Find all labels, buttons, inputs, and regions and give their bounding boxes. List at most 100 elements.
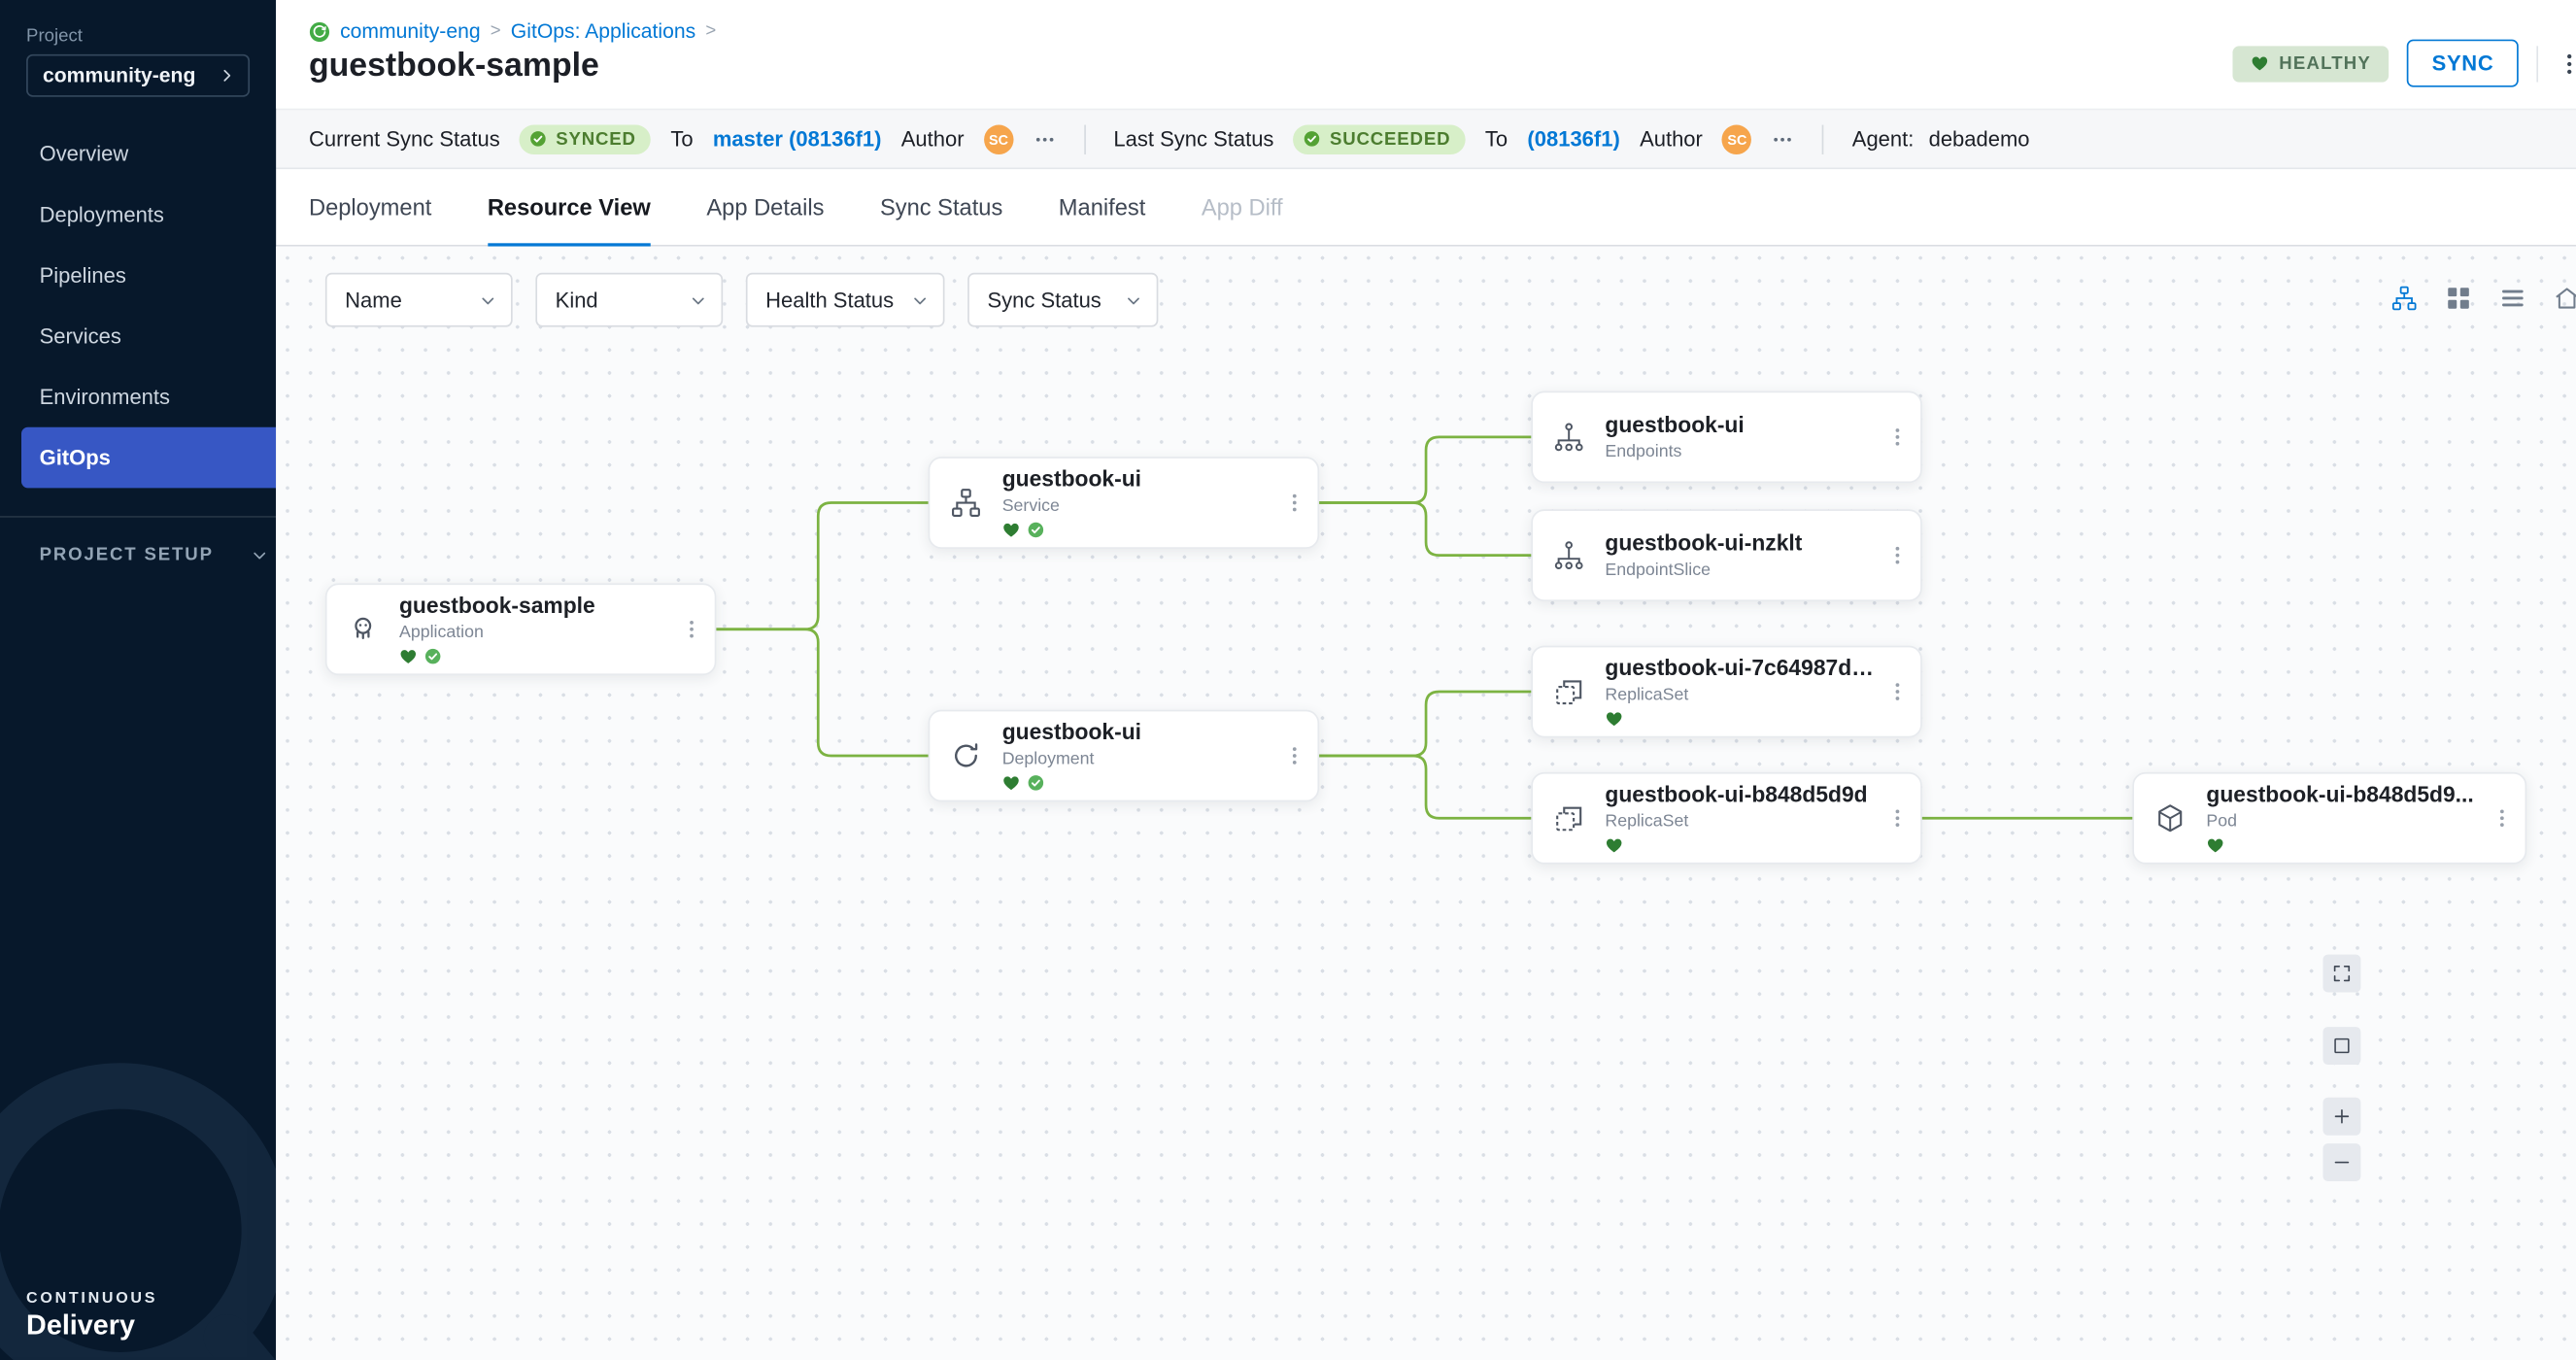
sidebar-item-services[interactable]: Services [39,323,121,349]
node-kind: Endpoints [1605,441,1682,461]
project-setup-toggle[interactable]: PROJECT SETUP [40,546,270,565]
grid-view-icon[interactable] [2445,285,2473,313]
synced-check-icon [1027,520,1045,538]
kebab-icon [1886,425,1910,449]
sidebar: Project community-eng Overview Deploymen… [0,0,277,1360]
author-avatar[interactable]: SC [983,123,1014,154]
node-menu-button[interactable] [1271,711,1317,799]
tab-resource-view[interactable]: Resource View [487,169,652,247]
node-title: guestbook-sample [398,594,595,619]
node-replicaset-current[interactable]: guestbook-ui-b848d5d9d ReplicaSet [1531,771,1922,865]
node-status [1605,709,1874,728]
header-actions: HEALTHY SYNC [2232,39,2576,87]
healthy-heart-icon [1002,773,1021,792]
sidebar-item-environments[interactable]: Environments [39,384,171,410]
sidebar-item-overview[interactable]: Overview [39,141,129,166]
node-title: guestbook-ui-b848d5d9... [2206,782,2474,808]
node-endpointslice[interactable]: guestbook-ui-nzklt EndpointSlice [1531,509,1922,602]
node-menu-button[interactable] [2479,774,2525,863]
healthy-heart-icon [1002,520,1021,538]
node-menu-button[interactable] [1875,647,1920,735]
zoom-out-button[interactable] [2322,1143,2361,1182]
project-selector[interactable]: community-eng [26,53,251,97]
tab-manifest[interactable]: Manifest [1058,193,1146,221]
tab-deployment[interactable]: Deployment [308,193,432,221]
node-menu-button[interactable] [1875,392,1920,481]
more-info-button[interactable] [1772,127,1795,151]
node-pod[interactable]: guestbook-ui-b848d5d9... Pod [2132,771,2527,865]
harness-watermark-logo [0,1063,277,1360]
node-kind: Application [398,622,484,642]
node-status [1002,773,1271,792]
healthy-heart-icon [2206,835,2224,854]
sync-status-bar: Current Sync Status SYNCED To master (08… [276,108,2576,170]
breadcrumb-project-link[interactable]: community-eng [340,19,481,43]
node-status [2206,835,2479,854]
current-sync-target-link[interactable]: master (08136f1) [712,126,882,152]
breadcrumb-section-link[interactable]: GitOps: Applications [510,19,696,43]
author-avatar[interactable]: SC [1722,123,1752,154]
sidebar-item-pipelines[interactable]: Pipelines [39,262,126,288]
current-sync-status-label: Current Sync Status [308,126,500,152]
last-sync-target-link[interactable]: (08136f1) [1527,126,1620,152]
node-deployment[interactable]: guestbook-ui Deployment [928,709,1320,802]
sidebar-item-gitops[interactable]: GitOps [20,426,277,489]
synced-check-icon [1027,773,1045,792]
application-icon [327,613,399,646]
node-title: guestbook-ui [1001,467,1142,493]
kebab-icon [1886,680,1910,703]
node-kind: EndpointSlice [1605,560,1712,580]
project-label: Project [26,26,83,47]
node-menu-button[interactable] [668,585,714,673]
tab-app-details[interactable]: App Details [706,193,825,221]
zoom-in-button[interactable] [2322,1097,2361,1136]
tab-bar: Deployment Resource View App Details Syn… [276,169,2576,247]
node-kind: ReplicaSet [1605,810,1689,832]
node-menu-button[interactable] [1875,774,1920,863]
healthy-heart-icon [399,647,418,665]
node-service[interactable]: guestbook-ui Service [928,457,1320,549]
header-menu-button[interactable] [2557,51,2576,77]
succeeded-badge: SUCCEEDED [1293,123,1466,154]
healthy-heart-icon [1605,709,1623,728]
sync-button[interactable]: SYNC [2407,39,2519,87]
resource-graph-canvas[interactable]: Name Kind Health Status Sync Status [276,246,2576,1360]
group-view-icon[interactable] [2553,285,2576,313]
breadcrumb-separator: > [705,20,717,42]
kind-filter-dropdown[interactable]: Kind [535,272,724,327]
name-filter-dropdown[interactable]: Name [324,272,513,327]
endpoints-icon [1533,421,1605,454]
health-status-filter-dropdown[interactable]: Health Status [745,272,945,327]
node-kind: ReplicaSet [1605,684,1689,704]
kebab-icon [1886,806,1910,830]
fullscreen-button[interactable] [2322,954,2361,993]
node-replicaset-old[interactable]: guestbook-ui-7c64987dc9 ReplicaSet [1531,645,1922,738]
list-view-icon[interactable] [2498,285,2526,313]
node-status [399,647,668,665]
node-status [1605,835,1874,854]
node-endpoints[interactable]: guestbook-ui Endpoints [1531,391,1922,484]
tab-sync-status[interactable]: Sync Status [879,193,1003,221]
chevron-right-icon [217,66,236,85]
node-application[interactable]: guestbook-sample Application [324,583,717,676]
sidebar-item-deployments[interactable]: Deployments [39,202,164,227]
service-icon [930,487,1001,520]
sidebar-nav: Overview Deployments Pipelines Services … [0,123,277,489]
deployment-icon [930,739,1001,772]
node-kind: Deployment [1001,748,1095,768]
statusbar-divider [1822,123,1825,154]
sync-status-filter-dropdown[interactable]: Sync Status [967,272,1159,327]
breadcrumb-separator: > [490,20,501,42]
node-menu-button[interactable] [1271,459,1317,547]
kebab-icon [680,618,703,641]
kebab-icon [2491,806,2514,830]
chevron-down-icon [250,546,269,565]
node-menu-button[interactable] [1875,511,1920,599]
endpointslice-icon [1533,539,1605,572]
node-title: guestbook-ui-nzklt [1605,530,1803,557]
tree-view-icon[interactable] [2390,285,2419,313]
more-info-button[interactable] [1034,127,1057,151]
kebab-icon [2557,51,2576,77]
fit-selection-button[interactable] [2322,1027,2361,1065]
